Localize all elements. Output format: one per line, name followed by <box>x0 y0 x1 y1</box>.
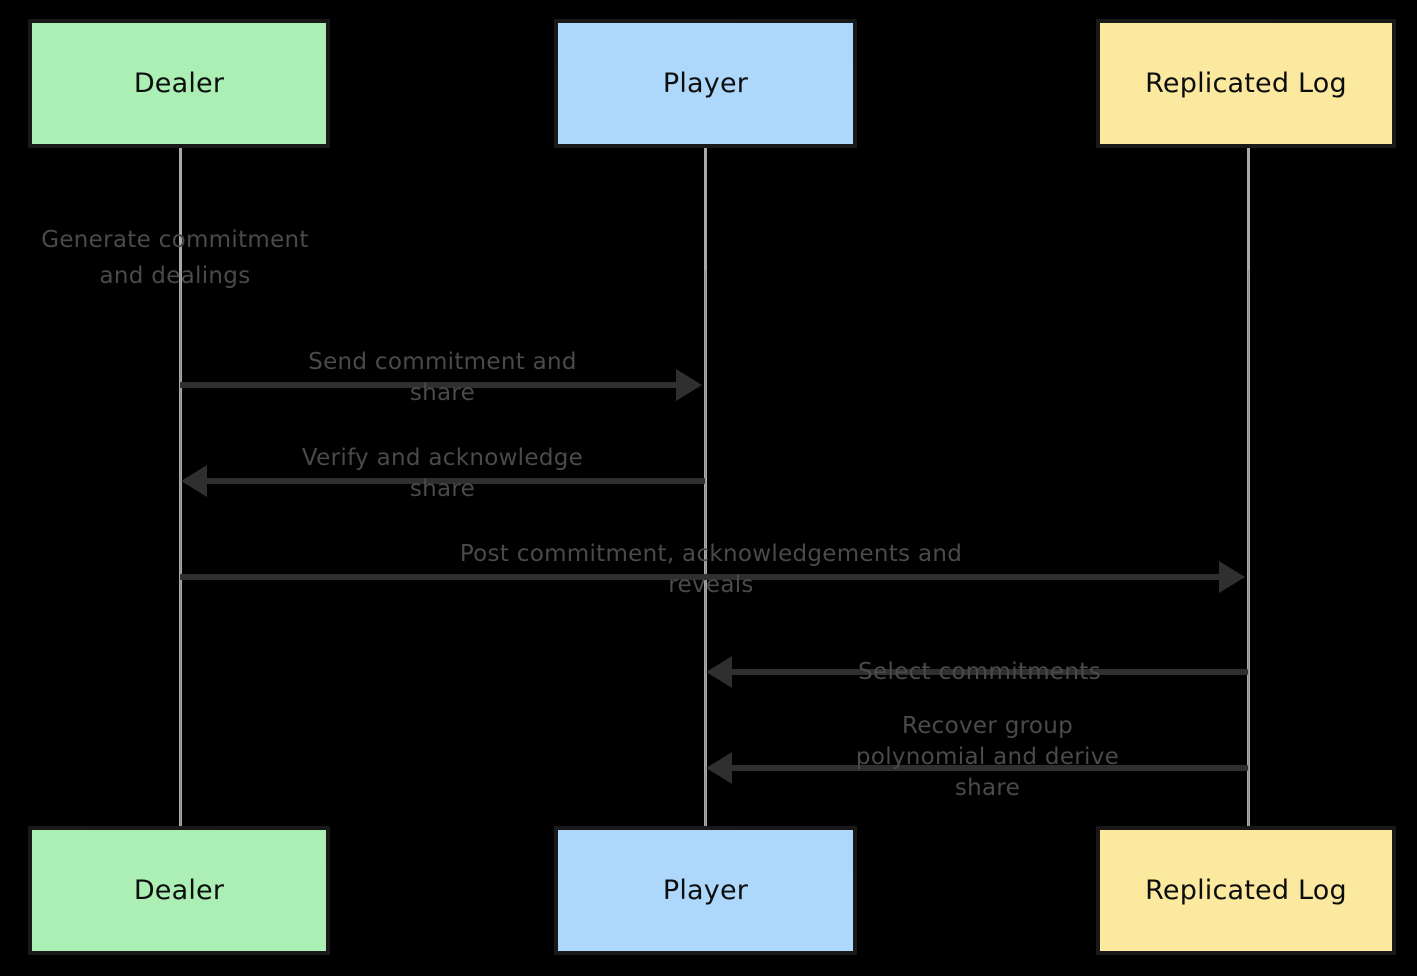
arrow-head-select-commitments <box>706 656 732 688</box>
participant-label-replicated-log-bottom: Replicated Log <box>1145 875 1347 906</box>
arrow-head-send-commitment <box>676 369 702 401</box>
message-label-select-commitments: Select commitments <box>858 659 1101 685</box>
participant-label-dealer-top: Dealer <box>133 68 225 99</box>
message-line-post-commitment <box>180 574 1231 580</box>
message-line-recover-group-polynomial <box>730 765 1248 771</box>
message-label-recover-group-polynomial: Recover group polynomial and derive shar… <box>855 713 1120 801</box>
participant-box-player-bottom[interactable]: Player <box>554 826 857 955</box>
participant-box-dealer-top[interactable]: Dealer <box>28 19 330 148</box>
message-label-send-commitment: Send commitment and share <box>308 349 577 406</box>
lifeline-player <box>704 148 707 856</box>
participant-label-replicated-log-top: Replicated Log <box>1145 68 1347 99</box>
participant-box-replicated-log-bottom[interactable]: Replicated Log <box>1096 826 1396 955</box>
lifeline-replicated-log <box>1247 148 1250 856</box>
message-line-send-commitment <box>180 382 688 388</box>
message-label-verify-acknowledge: Verify and acknowledge share <box>301 445 584 502</box>
message-label-post-commitment: Post commitment, acknowledgements and re… <box>459 541 963 598</box>
participant-label-player-bottom: Player <box>662 875 749 906</box>
arrow-head-recover-group-polynomial <box>706 752 732 784</box>
arrow-head-post-commitment <box>1219 561 1245 593</box>
message-line-verify-acknowledge <box>205 478 705 484</box>
message-line-select-commitments <box>730 669 1248 675</box>
participant-box-player-top[interactable]: Player <box>554 19 857 148</box>
participant-box-replicated-log-top[interactable]: Replicated Log <box>1096 19 1396 148</box>
note-generate-commitment: Generate commitment and dealings <box>41 227 309 289</box>
participant-label-player-top: Player <box>662 68 749 99</box>
lifeline-dealer <box>179 148 182 856</box>
arrow-head-verify-acknowledge <box>181 465 207 497</box>
participant-label-dealer-bottom: Dealer <box>133 875 225 906</box>
participant-box-dealer-bottom[interactable]: Dealer <box>28 826 330 955</box>
